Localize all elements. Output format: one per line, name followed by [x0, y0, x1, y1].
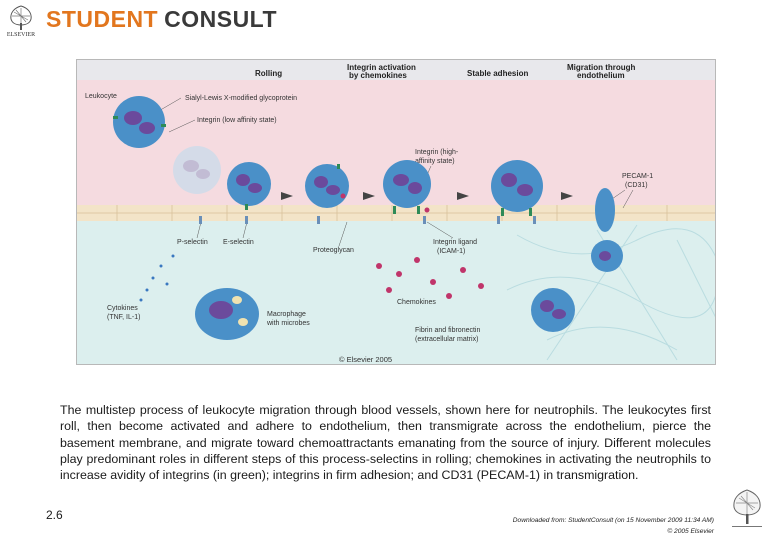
source-footer: Downloaded from: StudentConsult (on 15 N… — [430, 516, 714, 537]
label-fibrin: Fibrin and fibronectin — [415, 327, 480, 334]
leukocyte-migration-figure: Rolling Integrin activation by chemokine… — [76, 59, 716, 365]
leukocyte-cell-tissue — [531, 288, 575, 332]
label-integrin-ligand: Integrin ligand — [433, 239, 477, 246]
label-cytokines: Cytokines — [107, 305, 138, 312]
elsevier-tree-icon-footer — [724, 486, 770, 536]
stage-label-migration-2: endothelium — [577, 71, 625, 80]
stage-label-activation-2: by chemokines — [349, 71, 407, 80]
label-integrin-high-2: affinity state) — [415, 158, 455, 165]
footer-copyright: © 2005 Elsevier — [430, 527, 714, 538]
stage-label-rolling: Rolling — [255, 69, 282, 78]
figure-copyright: © Elsevier 2005 — [339, 355, 392, 364]
label-cytokines-2: (TNF, IL-1) — [107, 314, 140, 321]
label-chemokines: Chemokines — [397, 299, 436, 306]
label-leukocyte: Leukocyte — [85, 93, 117, 100]
label-p-selectin: P-selectin — [177, 239, 208, 246]
label-fibrin-2: (extracellular matrix) — [415, 336, 478, 343]
macrophage-cell — [195, 288, 259, 340]
label-sialyl: Sialyl-Lewis X-modified glycoprotein — [185, 95, 297, 102]
figure-caption: The multistep process of leukocyte migra… — [60, 402, 711, 483]
label-pecam-2: (CD31) — [625, 182, 648, 189]
slide-number: 2.6 — [46, 508, 63, 522]
label-e-selectin: E-selectin — [223, 239, 254, 246]
label-integrin-ligand-2: (ICAM-1) — [437, 248, 465, 255]
elsevier-logo-text: ELSEVIER — [7, 32, 35, 38]
label-proteoglycan: Proteoglycan — [313, 247, 354, 254]
leukocyte-cell-3 — [305, 164, 349, 208]
elsevier-tree-icon: ELSEVIER — [2, 2, 40, 38]
leukocyte-cell-rolling-ghost — [173, 146, 221, 194]
brand-student: STUDENT — [46, 6, 158, 32]
label-integrin-high: Integrin (high- — [415, 149, 459, 156]
brand-consult: CONSULT — [164, 6, 277, 32]
label-integrin-low: Integrin (low affinity state) — [197, 117, 277, 124]
label-macrophage: Macrophage — [267, 311, 306, 318]
label-pecam: PECAM-1 — [622, 173, 653, 180]
tissue-region — [77, 221, 716, 365]
stage-label-adhesion: Stable adhesion — [467, 69, 528, 78]
label-macrophage-2: with microbes — [266, 320, 310, 327]
download-source-line: Downloaded from: StudentConsult (on 15 N… — [430, 516, 714, 527]
